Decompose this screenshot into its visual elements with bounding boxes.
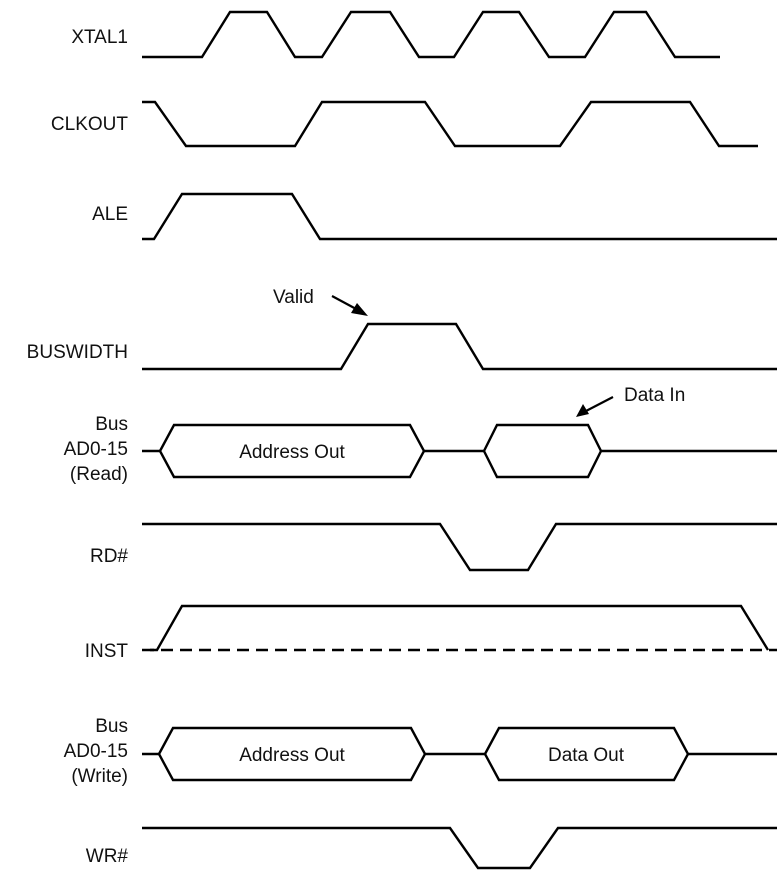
clkout-waveform [142,100,758,148]
buswidth-waveform [142,322,777,371]
signal-label-wr: WR# [86,846,129,867]
signal-label-bus-write-line3: (Write) [71,766,128,787]
signal-label-bus-write-line1: Bus [95,716,128,737]
signal-label-clkout: CLKOUT [51,114,128,135]
inst-waveform [150,604,770,652]
signal-label-bus-read-line1: Bus [95,414,128,435]
ale-waveform [142,192,777,241]
signal-label-inst: INST [85,641,129,662]
annotation-valid: Valid [273,287,314,308]
bus-write-address-label: Address Out [239,745,345,766]
signal-label-buswidth: BUSWIDTH [27,342,128,363]
signal-label-bus-read-line2: AD0-15 [64,439,128,460]
signal-label-bus-read-line3: (Read) [70,464,128,485]
rd-waveform [142,522,777,572]
bus-read-address-label: Address Out [239,442,345,463]
xtal1-waveform [142,10,720,59]
signal-label-ale: ALE [92,204,128,225]
annotation-data-in-arrowhead [576,404,589,417]
wr-waveform [142,826,777,870]
signal-label-xtal1: XTAL1 [71,27,128,48]
bus-write-waveform [142,726,777,782]
annotation-data-in-arrow [585,396,614,412]
bus-read-waveform [142,423,777,479]
annotation-valid-arrow [331,295,359,311]
signal-label-rd: RD# [90,546,128,567]
annotation-data-in: Data In [624,385,685,406]
signal-label-bus-write-line2: AD0-15 [64,741,128,762]
bus-write-data-label: Data Out [548,745,625,766]
annotation-valid-arrowhead [351,303,368,316]
bus-read-data-segment [482,423,603,479]
